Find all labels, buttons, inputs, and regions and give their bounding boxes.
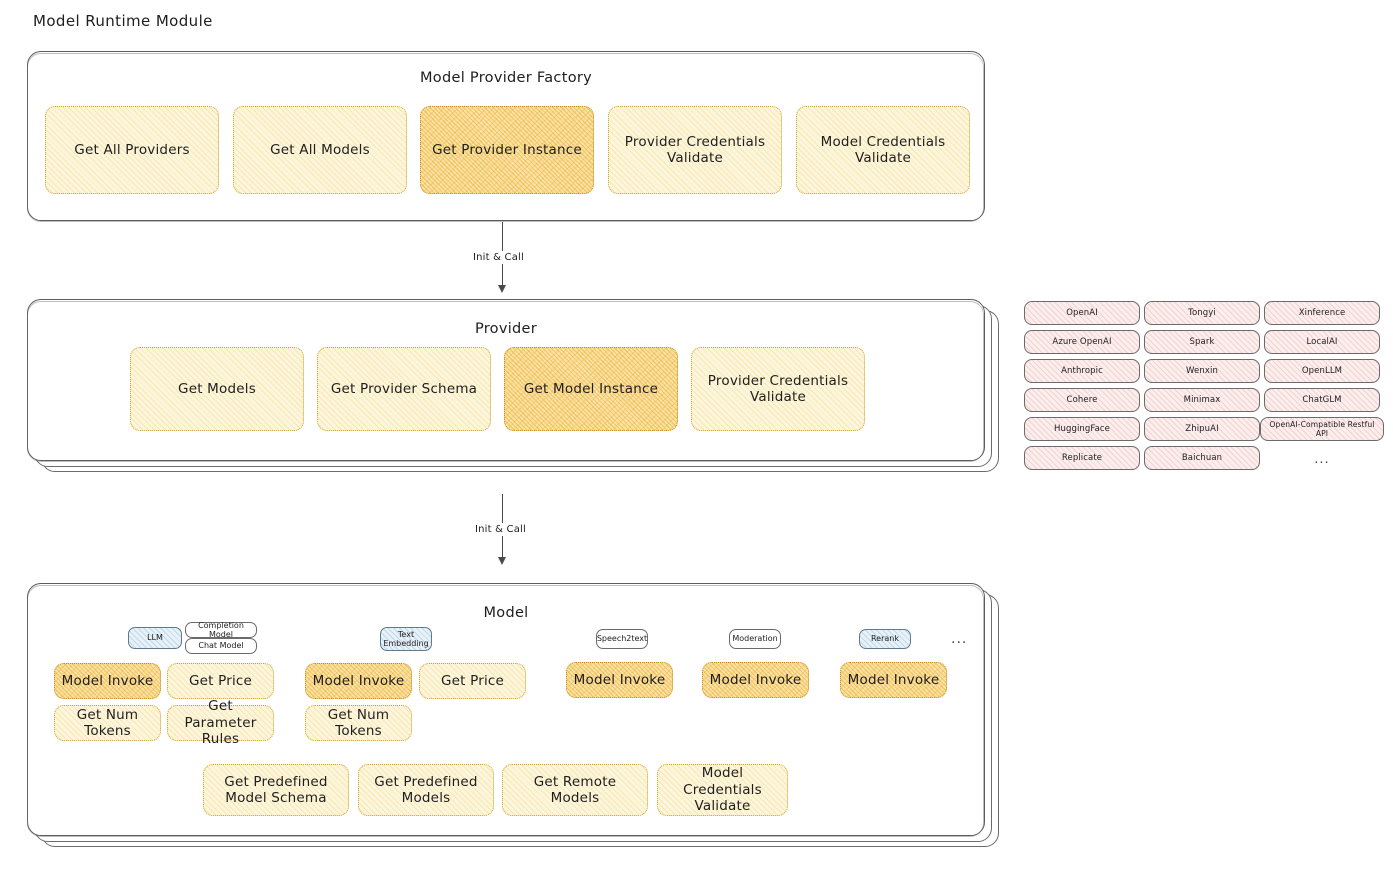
node-moderation-model-invoke[interactable]: Model Invoke bbox=[702, 662, 809, 698]
provider-tag-tongyi[interactable]: Tongyi bbox=[1144, 301, 1260, 325]
badge-chat-model[interactable]: Chat Model bbox=[185, 638, 257, 654]
provider-tag-wenxin[interactable]: Wenxin bbox=[1144, 359, 1260, 383]
node-get-provider-instance[interactable]: Get Provider Instance bbox=[420, 106, 594, 194]
badge-moderation[interactable]: Moderation bbox=[729, 629, 781, 649]
provider-tag-huggingface[interactable]: HuggingFace bbox=[1024, 417, 1140, 441]
badge-completion-model[interactable]: Completion Model bbox=[185, 621, 257, 639]
badge-llm[interactable]: LLM bbox=[128, 627, 182, 649]
badge-speech2text[interactable]: Speech2text bbox=[596, 629, 648, 649]
provider-tag-replicate[interactable]: Replicate bbox=[1024, 446, 1140, 470]
arrow-label-init-call-1: Init & Call bbox=[469, 251, 529, 264]
provider-tag-chatglm[interactable]: ChatGLM bbox=[1264, 388, 1380, 412]
page-title: Model Runtime Module bbox=[33, 12, 213, 30]
node-model-credentials-validate[interactable]: Model Credentials Validate bbox=[796, 106, 970, 194]
badge-rerank[interactable]: Rerank bbox=[859, 629, 911, 649]
provider-tag-openai[interactable]: OpenAI bbox=[1024, 301, 1140, 325]
provider-tag-azure-openai[interactable]: Azure OpenAI bbox=[1024, 330, 1140, 354]
provider-tag-openai-compatible-restful-api[interactable]: OpenAI-Compatible Restful API bbox=[1260, 417, 1384, 441]
provider-title: Provider bbox=[474, 321, 538, 337]
node-text-embedding-get-num-tokens[interactable]: Get Num Tokens bbox=[305, 705, 412, 741]
node-llm-get-price[interactable]: Get Price bbox=[167, 663, 274, 699]
node-get-all-providers[interactable]: Get All Providers bbox=[45, 106, 219, 194]
provider-tag-zhipuai[interactable]: ZhipuAI bbox=[1144, 417, 1260, 441]
provider-tag-openllm[interactable]: OpenLLM bbox=[1264, 359, 1380, 383]
node-get-models[interactable]: Get Models bbox=[130, 347, 304, 431]
badge-text-embedding[interactable]: Text Embedding bbox=[380, 627, 432, 651]
node-get-remote-models[interactable]: Get Remote Models bbox=[502, 764, 648, 816]
arrow-factory-to-provider-head bbox=[497, 285, 506, 293]
node-llm-get-parameter-rules[interactable]: Get Parameter Rules bbox=[167, 698, 274, 747]
node-get-predefined-models[interactable]: Get Predefined Models bbox=[358, 764, 494, 816]
provider-tag-baichuan[interactable]: Baichuan bbox=[1144, 446, 1260, 470]
model-provider-factory-title: Model Provider Factory bbox=[419, 70, 593, 86]
node-llm-get-num-tokens[interactable]: Get Num Tokens bbox=[54, 705, 161, 741]
provider-tag-more-ellipsis: ... bbox=[1314, 451, 1330, 467]
node-provider-credentials-validate[interactable]: Provider Credentials Validate bbox=[608, 106, 782, 194]
node-get-predefined-model-schema[interactable]: Get Predefined Model Schema bbox=[203, 764, 349, 816]
model-types-more-ellipsis: ... bbox=[951, 631, 968, 647]
node-provider-credentials-validate-2[interactable]: Provider Credentials Validate bbox=[691, 347, 865, 431]
node-llm-model-invoke[interactable]: Model Invoke bbox=[54, 663, 161, 699]
node-speech2text-model-invoke[interactable]: Model Invoke bbox=[566, 662, 673, 698]
provider-tag-spark[interactable]: Spark bbox=[1144, 330, 1260, 354]
node-get-all-models[interactable]: Get All Models bbox=[233, 106, 407, 194]
arrow-provider-to-model-head bbox=[497, 557, 506, 565]
provider-tag-anthropic[interactable]: Anthropic bbox=[1024, 359, 1140, 383]
node-get-provider-schema[interactable]: Get Provider Schema bbox=[317, 347, 491, 431]
provider-tag-xinference[interactable]: Xinference bbox=[1264, 301, 1380, 325]
node-text-embedding-model-invoke[interactable]: Model Invoke bbox=[305, 663, 412, 699]
model-title: Model bbox=[483, 605, 529, 621]
node-get-model-instance[interactable]: Get Model Instance bbox=[504, 347, 678, 431]
arrow-label-init-call-2: Init & Call bbox=[471, 523, 531, 536]
provider-tag-localai[interactable]: LocalAI bbox=[1264, 330, 1380, 354]
provider-tag-minimax[interactable]: Minimax bbox=[1144, 388, 1260, 412]
provider-tag-cohere[interactable]: Cohere bbox=[1024, 388, 1140, 412]
node-model-credentials-validate-2[interactable]: Model Credentials Validate bbox=[657, 764, 788, 816]
node-text-embedding-get-price[interactable]: Get Price bbox=[419, 663, 526, 699]
node-rerank-model-invoke[interactable]: Model Invoke bbox=[840, 662, 947, 698]
